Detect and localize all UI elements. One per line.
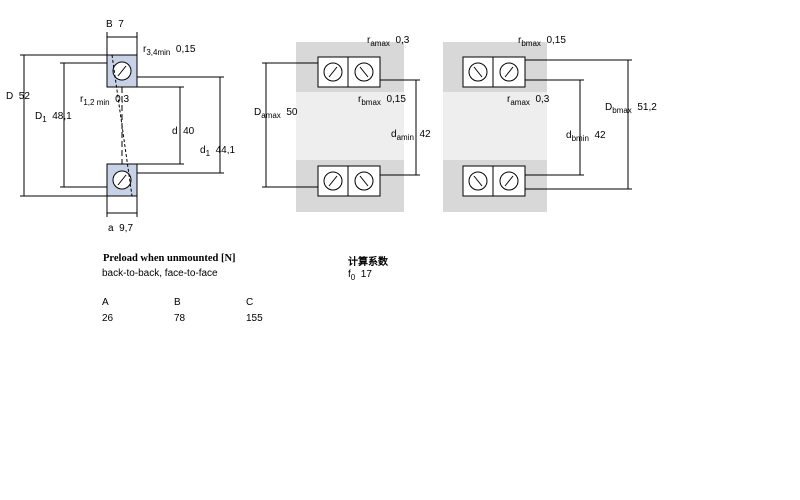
preload-header-a: A	[102, 297, 109, 308]
factor-title: 计算系数	[348, 257, 388, 268]
label-Da: Damax 50	[254, 107, 298, 120]
preload-value-a: 26	[102, 313, 114, 324]
label-a: a 9,7	[108, 223, 134, 234]
label-Db: Dbmax 51,2	[605, 102, 657, 115]
label-B: B 7	[106, 19, 124, 30]
label-ra-top: ramax 0,3	[367, 35, 410, 48]
label-rb-top: rbmax 0,15	[518, 35, 566, 48]
label-r34: r3,4min 0,15	[143, 44, 196, 57]
label-r12: r1,2 min 0,3	[80, 94, 130, 107]
pair-bearing-left	[262, 42, 420, 212]
preload-title: Preload when unmounted [N]	[103, 253, 236, 264]
label-D: D 52	[6, 91, 30, 102]
label-db: dbmin 42	[566, 130, 606, 143]
preload-header-c: C	[246, 297, 254, 308]
label-rb-mid: rbmax 0,15	[358, 94, 406, 107]
preload-value-c: 155	[246, 313, 263, 324]
preload-value-b: 78	[174, 313, 186, 324]
pair-bearing-right	[443, 42, 632, 212]
preload-header-b: B	[174, 297, 181, 308]
label-d: d 40	[172, 126, 195, 137]
preload-arrangement: back-to-back, face-to-face	[102, 268, 218, 279]
label-D1: D1 48,1	[35, 111, 72, 124]
label-da: damin 42	[391, 129, 431, 142]
label-f0: f0 17	[348, 269, 372, 282]
single-bearing-section	[20, 32, 224, 217]
label-ra-mid: ramax 0,3	[507, 94, 550, 107]
label-d1: d1 44,1	[200, 145, 236, 158]
